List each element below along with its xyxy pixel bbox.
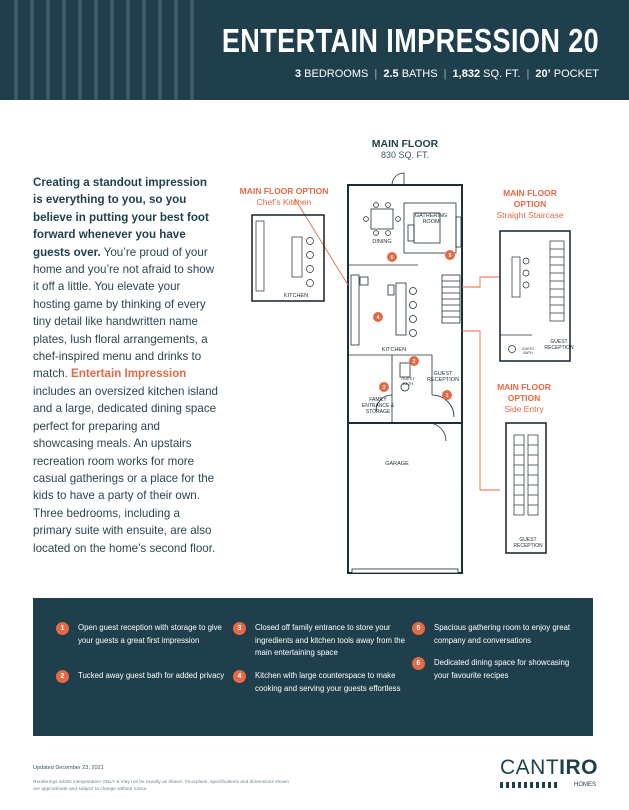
baths-count: 2.5 [383,68,399,80]
feature-text: Spacious gathering room to enjoy great c… [434,623,571,645]
features-panel: 1 Open guest reception with storage to g… [33,598,593,736]
main-floor-sqft: 830 SQ. FT. [380,150,430,160]
marker-2-label: 2 [413,359,416,365]
marker-6 [387,252,397,262]
room-gathering: GATHERING ROOM [414,213,448,225]
page-title: ENTERTAIN IMPRESSION 20 [221,22,599,59]
marker-5-label: 5 [449,253,452,259]
marker-2 [409,356,419,366]
intro-body-2: includes an oversized kitchen island and… [33,384,218,555]
sqft-count: 1,832 [452,68,481,80]
pocket-label: POCKET [553,68,599,80]
option-subtitle: Chef’s Kitchen [256,197,312,207]
feature-number: 1 [56,622,69,635]
option-title-line2: OPTION [507,393,541,403]
room-dining: DINING [372,239,391,245]
header-banner: ENTERTAIN IMPRESSION 20 3 BEDROOMS | 2.5… [0,0,629,100]
bedrooms-label: BEDROOMS [304,68,369,80]
option-subtitle: Straight Staircase [496,210,564,220]
updated-date: Updated December 23, 2021 [33,765,104,771]
intro-highlight: Entertain Impression [71,367,187,381]
logo-wordmark-light: CANT [500,756,560,779]
intro-body-1: You’re proud of your home and you’re not… [33,245,215,381]
feature-number: 2 [56,670,69,683]
option-title-line1: MAIN FLOOR [497,382,551,392]
room-garage: GARAGE [385,461,409,467]
feature-item-6: 6 Dedicated dining space for showcasing … [412,657,584,682]
main-floor-plan: DINING GATHERING ROOM KITCHEN GUEST RECE… [251,172,574,574]
bedrooms-count: 3 [294,68,302,80]
marker-4-label: 4 [377,315,380,321]
room-gathering-wrap: GATHERING ROOM [414,213,448,225]
option-room-kitchen: KITCHEN [284,293,308,299]
option-chefs-kitchen-label: MAIN FLOOR OPTION Chef’s Kitchen [232,186,336,208]
option-side-entry-label: MAIN FLOOR OPTION Side Entry [486,382,562,415]
logo-wordmark: CANTIRO [500,756,598,780]
sqft-label: SQ. FT. [483,68,521,80]
pocket-size: 20’ [535,68,551,80]
feature-text: Closed off family entrance to store your… [255,623,405,657]
feature-text: Kitchen with large counterspace to make … [255,671,401,693]
option-title: MAIN FLOOR OPTION [239,186,329,196]
cantiro-logo: CANTIRO HOMES [500,756,598,788]
feature-text: Tucked away guest bath for added privacy [78,671,225,680]
feature-item-2: 2 Tucked away guest bath for added priva… [56,670,228,683]
baths-label: BATHS [401,68,438,80]
option-subtitle: Side Entry [504,404,544,414]
option-straight-staircase-label: MAIN FLOOR OPTION Straight Staircase [486,188,574,221]
option-title: MAIN FLOOR OPTION [503,188,557,209]
disclaimer: Renderings artists interpretation ONLY &… [33,780,290,792]
marker-1 [442,390,452,400]
intro-text: Creating a standout impression is everyt… [33,174,218,557]
decorative-stripes [0,0,200,100]
room-kitchen: KITCHEN [382,347,406,353]
marker-1-label: 1 [446,393,449,399]
intro-lead: Creating a standout impression is everyt… [33,176,209,259]
feature-number: 5 [412,622,425,635]
feature-text: Open guest reception with storage to giv… [78,623,222,645]
feature-item-1: 1 Open guest reception with storage to g… [56,622,228,647]
home-specs: 3 BEDROOMS | 2.5 BATHS | 1,832 SQ. FT. |… [294,68,599,80]
feature-text: Dedicated dining space for showcasing yo… [434,658,570,680]
feature-item-3: 3 Closed off family entrance to store yo… [233,622,405,660]
option-side-entry-reception: GUEST RECEPTION [513,537,543,549]
feature-number: 4 [233,670,246,683]
room-guest-reception: GUEST RECEPTION [426,371,460,383]
marker-4 [373,312,383,322]
logo-homes: HOMES [574,782,597,788]
marker-3-label: 3 [383,385,386,391]
logo-dots [500,782,570,790]
room-family-entrance: FAMILY ENTRANCE & STORAGE [361,397,395,415]
marker-3 [379,382,389,392]
main-floor-heading: MAIN FLOOR 830 SQ. FT. [345,138,465,160]
feature-number: 3 [233,622,246,635]
marker-6-label: 6 [391,255,394,261]
feature-item-5: 5 Spacious gathering room to enjoy great… [412,622,584,647]
marker-5 [445,250,455,260]
logo-wordmark-bold: IRO [559,756,599,779]
option-room-guest-bath: GUEST BATH [521,347,535,355]
feature-item-4: 4 Kitchen with large counterspace to mak… [233,670,405,695]
main-floor-title: MAIN FLOOR [371,138,439,150]
feature-number: 6 [412,657,425,670]
option-room-guest-reception: GUEST RECEPTION [544,339,574,351]
room-guest-bath: GUEST BATH [401,377,415,386]
